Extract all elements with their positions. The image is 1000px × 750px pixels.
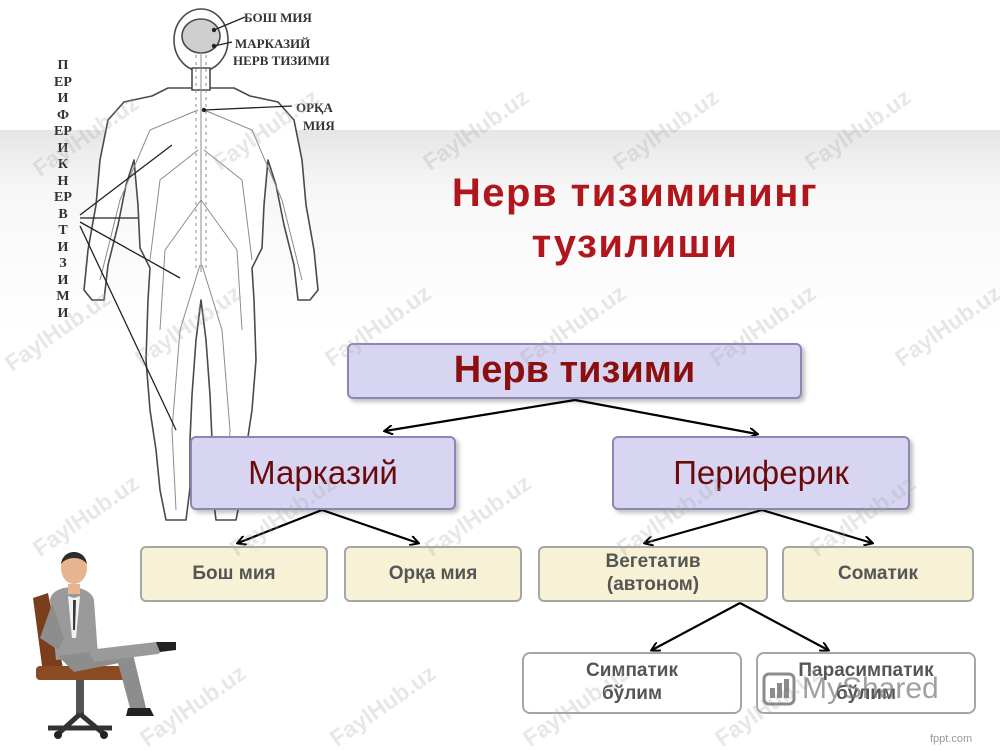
title-line2: тузилиши: [531, 222, 739, 267]
vegetative-line1: Вегетатив: [605, 551, 701, 573]
spine-label-line2: МИЯ: [303, 118, 335, 133]
parasympathetic-line2: бўлим: [835, 683, 897, 704]
node-peripheral: Периферик: [612, 436, 910, 510]
myshared-text: MyShared: [802, 672, 939, 705]
myshared-logo-icon: [762, 672, 796, 706]
spine-label-line1: ОРҚА: [296, 100, 333, 115]
sympathetic-line2: бўлим: [601, 683, 663, 704]
node-nervous-system: Нерв тизими: [347, 343, 802, 399]
brain-label: БОШ МИЯ: [244, 10, 312, 25]
node-somatic: Соматик: [782, 546, 974, 602]
node-brain: Бош мия: [140, 546, 328, 602]
cns-label-line2: НЕРВ ТИЗИМИ: [233, 53, 330, 68]
parasympathetic-line1: Парасимпатик: [798, 660, 934, 682]
footer-credit: fppt.com: [930, 733, 973, 745]
node-spinal-cord: Орқа мия: [344, 546, 522, 602]
pns-vertical-label: ПЕРИФЕРИК НЕРВ ТИЗИМИ: [54, 58, 72, 321]
seated-businessman-icon: [33, 552, 176, 739]
node-central: Марказий: [190, 436, 456, 510]
myshared-logo: MyShared: [762, 672, 939, 706]
node-vegetative: Вегетатив (автоном): [538, 546, 768, 602]
title-line1: Нерв тизимининг: [451, 171, 819, 215]
slide-title: Нерв тизимининг тузилиши: [400, 168, 870, 270]
sympathetic-line1: Симпатик: [586, 660, 678, 682]
node-sympathetic: Симпатик бўлим: [522, 652, 742, 714]
cns-label-line1: МАРКАЗИЙ: [235, 36, 311, 51]
vegetative-line2: (автоном): [606, 574, 700, 595]
